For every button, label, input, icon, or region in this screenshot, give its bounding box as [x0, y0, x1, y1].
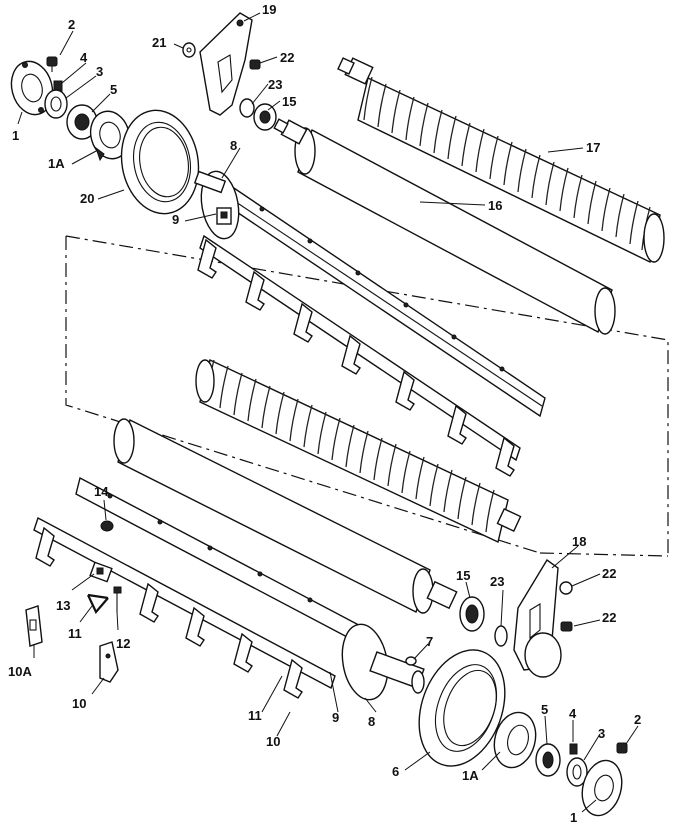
washer-21 [182, 42, 196, 58]
bearing-housing-ring-lower [418, 649, 506, 767]
smooth-roll-lower [113, 418, 458, 614]
mounting-bracket-lower [513, 558, 562, 678]
mounting-bracket-top [199, 12, 253, 116]
callout-5-bottom: 5 [541, 702, 548, 717]
knife-bar-upper [197, 234, 521, 477]
bolt-top [46, 56, 58, 72]
knife-row-upper [197, 238, 515, 477]
callout-4-bottom: 4 [569, 706, 577, 721]
callout-21: 21 [152, 35, 166, 50]
knife-10 [99, 641, 119, 683]
callout-5-top: 5 [110, 82, 117, 97]
washer-23-lower [494, 625, 508, 647]
bearing-top [66, 104, 98, 140]
spiral-roll-lower [195, 359, 522, 543]
callout-1-top: 1 [12, 128, 19, 143]
callout-19: 19 [262, 2, 276, 17]
callout-1a-bottom: 1A [462, 768, 479, 783]
end-plate-lower [341, 623, 425, 701]
pin-7 [405, 656, 417, 666]
callout-3-top: 3 [96, 64, 103, 79]
callout-2-bottom: 2 [634, 712, 641, 727]
callout-12: 12 [116, 636, 130, 651]
callout-8-bottom: 8 [368, 714, 375, 729]
callout-8-top: 8 [230, 138, 237, 153]
callout-10-bottom: 10 [266, 734, 280, 749]
callout-3-bottom: 3 [598, 726, 605, 741]
callout-13: 13 [56, 598, 70, 613]
bearing-lower [535, 743, 561, 777]
callout-22-top: 22 [280, 50, 294, 65]
bearing-15-top [253, 103, 277, 131]
smooth-roll-upper [273, 118, 616, 335]
callout-11-left: 11 [68, 626, 82, 641]
callout-11-bottom: 11 [248, 708, 262, 723]
nut-lower-b [560, 621, 573, 632]
callout-23-top: 23 [268, 77, 282, 92]
callout-1a-top: 1A [48, 156, 65, 171]
bearing-housing-ring-top [120, 109, 200, 215]
leader-lines [17, 12, 639, 813]
clamp-13 [89, 561, 113, 583]
bearing-flange-lower [493, 711, 537, 769]
callout-2-top: 2 [68, 17, 75, 32]
callout-22-bottom-b: 22 [602, 610, 616, 625]
callout-6: 6 [392, 764, 399, 779]
spiral-roll-upper [337, 57, 665, 264]
nut-top [249, 59, 261, 70]
bearing-15-lower [459, 596, 485, 632]
locking-collar-lower [566, 757, 588, 787]
plate-10a [25, 605, 43, 647]
flange-retainer-top [10, 60, 54, 116]
callout-23-bottom: 23 [490, 574, 504, 589]
bolt-lower [616, 742, 628, 754]
callout-14: 14 [94, 484, 109, 499]
callout-15-bottom: 15 [456, 568, 470, 583]
u-bolt-11 [87, 593, 109, 615]
callout-10-left: 10 [72, 696, 86, 711]
callout-16: 16 [488, 198, 502, 213]
callout-4-top: 4 [80, 50, 88, 65]
spiral-ridges-upper [363, 76, 651, 251]
callout-15-top: 15 [282, 94, 296, 109]
nut-14 [100, 520, 114, 532]
section-divider-line [65, 235, 669, 557]
knife-bar-lower [33, 516, 336, 699]
callout-17: 17 [586, 140, 600, 155]
callout-20: 20 [80, 191, 94, 206]
locking-collar-top [44, 89, 68, 119]
spacer-block-upper [216, 207, 232, 225]
callout-7: 7 [426, 634, 433, 649]
knife-row-lower [35, 526, 303, 699]
callout-labels: 2 4 3 5 1 1A 20 21 19 22 23 15 8 9 16 17… [8, 2, 641, 825]
callout-22-bottom-a: 22 [602, 566, 616, 581]
callout-18: 18 [572, 534, 586, 549]
bolt-12 [113, 586, 122, 612]
bearing-flange-top [89, 110, 131, 162]
flange-retainer-lower [581, 759, 623, 817]
callout-10a: 10A [8, 664, 32, 679]
nut-lower-a [559, 581, 573, 595]
callout-9-bottom: 9 [332, 710, 339, 725]
end-plate-upper [193, 170, 240, 240]
grease-fitting-lower [569, 743, 578, 755]
callout-1-bottom: 1 [570, 810, 577, 825]
washer-23-top [239, 98, 255, 118]
callout-9-top: 9 [172, 212, 179, 227]
